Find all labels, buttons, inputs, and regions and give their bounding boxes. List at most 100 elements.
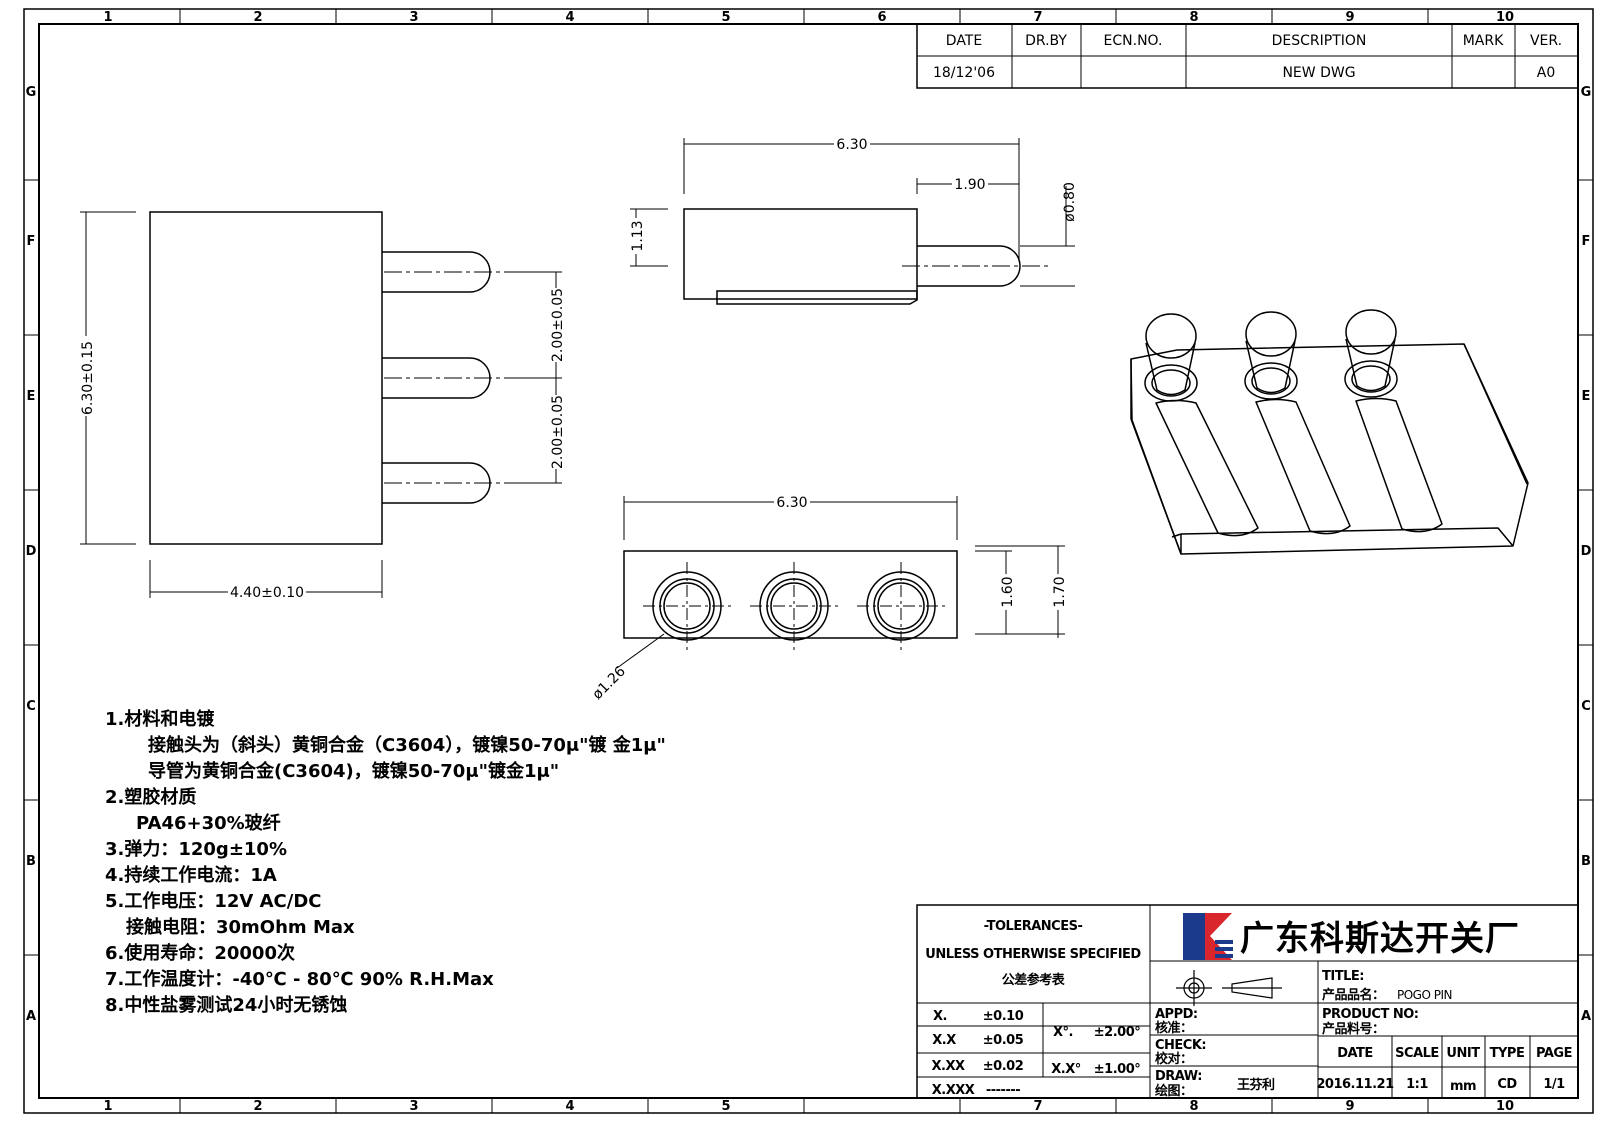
zone-col: 7 bbox=[1033, 1099, 1042, 1114]
zone-col: 3 bbox=[409, 1099, 418, 1114]
rev-header: DATE bbox=[946, 33, 982, 49]
zone-labels-bottom: 1 2 3 4 5 7 8 9 10 bbox=[103, 1099, 1514, 1114]
tb-header: DATE bbox=[1337, 1046, 1373, 1061]
note-line: 7.工作温度计：-40℃ - 80℃ 90% R.H.Max bbox=[105, 968, 494, 990]
rev-header: ECN.NO. bbox=[1104, 33, 1163, 49]
title-block-table: DATE SCALE UNIT TYPE PAGE 2016.11.21 1:1… bbox=[1316, 1046, 1572, 1094]
tb-header: UNIT bbox=[1446, 1046, 1480, 1061]
revision-block: DATE DR.BY ECN.NO. DESCRIPTION MARK VER.… bbox=[916, 23, 1579, 89]
note-line: 接触电阻：30mOhm Max bbox=[126, 916, 355, 938]
rev-header: DR.BY bbox=[1025, 33, 1067, 49]
zone-row: E bbox=[27, 389, 36, 404]
tol-format: X.XX bbox=[931, 1059, 964, 1074]
zone-row: D bbox=[26, 544, 37, 559]
rev-header: DESCRIPTION bbox=[1272, 33, 1367, 49]
zone-row: D bbox=[1581, 544, 1592, 559]
dim-front-height: 6.30±0.15 bbox=[80, 341, 96, 415]
zone-col: 2 bbox=[253, 1099, 262, 1114]
zone-row: G bbox=[26, 85, 37, 100]
product-name: POGO PIN bbox=[1397, 988, 1452, 1002]
rev-header: VER. bbox=[1530, 33, 1562, 49]
tb-value: 1/1 bbox=[1543, 1077, 1565, 1092]
zone-col: 4 bbox=[565, 10, 574, 25]
dim-pitch-lower: 2.00±0.05 bbox=[550, 395, 566, 469]
product-name-label: 产品品名： bbox=[1322, 987, 1385, 1003]
dim-bottom-height-outer: 1.70 bbox=[1052, 576, 1068, 607]
notes: 1.材料和电镀 接触头为（斜头）黄铜合金（C3604），镀镍50-70μ"镀 金… bbox=[105, 708, 666, 1016]
side-view-dims: 6.30 1.90 1.13 ø0.80 bbox=[628, 136, 1078, 254]
check-cn: 校对： bbox=[1155, 1051, 1193, 1067]
tolerances-cn: 公差参考表 bbox=[1002, 972, 1066, 988]
tb-value: 1:1 bbox=[1406, 1077, 1428, 1092]
tb-header: TYPE bbox=[1490, 1046, 1525, 1061]
zone-row: G bbox=[1581, 85, 1592, 100]
zone-labels-top: 1 2 3 4 5 6 7 8 9 10 bbox=[103, 10, 1514, 25]
note-line: PA46+30%玻纤 bbox=[136, 812, 281, 834]
projection-symbol-icon bbox=[1176, 970, 1282, 1006]
tol-value: ±0.02 bbox=[983, 1059, 1023, 1074]
rev-version: A0 bbox=[1537, 65, 1555, 81]
inner-border bbox=[38, 23, 1579, 1099]
title-block-fields: TITLE: 产品品名： POGO PIN PRODUCT NO: 产品料号： … bbox=[1155, 969, 1453, 1099]
dim-bottom-height-inner: 1.60 bbox=[1000, 576, 1016, 607]
zone-row: F bbox=[1582, 234, 1591, 249]
zone-row: C bbox=[1581, 699, 1591, 714]
zone-row: C bbox=[26, 699, 36, 714]
dim-ring-diameter: ø1.26 bbox=[589, 663, 628, 702]
zone-col: 10 bbox=[1496, 10, 1514, 25]
tol-format: X. bbox=[933, 1009, 947, 1024]
dim-pin-protrusion: 1.90 bbox=[954, 177, 985, 193]
note-line: 4.持续工作电流：1A bbox=[105, 864, 277, 886]
tolerances-title: -TOLERANCES- bbox=[984, 919, 1083, 934]
zone-col: 3 bbox=[409, 10, 418, 25]
zone-col: 1 bbox=[103, 1099, 112, 1114]
rev-header: MARK bbox=[1463, 33, 1504, 49]
zone-col: 9 bbox=[1345, 10, 1354, 25]
title-label: TITLE: bbox=[1322, 969, 1364, 984]
note-line: 3.弹力：120g±10% bbox=[105, 838, 287, 860]
note-line: 导管为黄铜合金(C3604)，镀镍50-70μ"镀金1μ" bbox=[148, 760, 559, 782]
zone-labels-left: G F E D C B A bbox=[26, 85, 37, 1024]
title-block bbox=[916, 904, 1579, 1099]
dim-pitch-upper: 2.00±0.05 bbox=[550, 288, 566, 362]
zone-col: 4 bbox=[565, 1099, 574, 1114]
zone-labels-right: G F E D C B A bbox=[1581, 85, 1592, 1024]
tolerance-table: -TOLERANCES- UNLESS OTHERWISE SPECIFIED … bbox=[925, 919, 1142, 1098]
note-line: 5.工作电压：12V AC/DC bbox=[105, 890, 321, 912]
dim-pin-diameter: ø0.80 bbox=[1062, 182, 1078, 222]
product-no-label: PRODUCT NO: bbox=[1322, 1007, 1419, 1022]
draw-cn: 绘图： bbox=[1155, 1083, 1193, 1099]
drawer-name: 王芬利 bbox=[1237, 1077, 1275, 1093]
zone-col: 1 bbox=[103, 10, 112, 25]
dim-bottom-length: 6.30 bbox=[776, 495, 807, 511]
zone-row: B bbox=[26, 854, 36, 869]
note-line: 接触头为（斜头）黄铜合金（C3604），镀镍50-70μ"镀 金1μ" bbox=[148, 734, 666, 756]
isometric-view bbox=[1130, 309, 1529, 555]
bottom-view bbox=[616, 496, 1065, 669]
dim-top-length: 6.30 bbox=[836, 137, 867, 153]
check-label: CHECK: bbox=[1155, 1038, 1206, 1053]
rev-date: 18/12'06 bbox=[933, 65, 995, 81]
zone-row: B bbox=[1581, 854, 1591, 869]
side-view bbox=[630, 138, 1075, 305]
note-line: 1.材料和电镀 bbox=[105, 708, 215, 730]
zone-col: 10 bbox=[1496, 1099, 1514, 1114]
rev-description: NEW DWG bbox=[1282, 65, 1355, 81]
front-view bbox=[80, 211, 562, 598]
tb-header: SCALE bbox=[1395, 1046, 1439, 1061]
tb-value: 2016.11.21 bbox=[1316, 1077, 1394, 1092]
outer-border bbox=[23, 8, 1594, 1114]
tol-value: ------- bbox=[986, 1083, 1020, 1098]
appd-cn: 核准： bbox=[1155, 1020, 1193, 1036]
tol-format: X.X bbox=[932, 1033, 956, 1048]
angle-value: ±1.00° bbox=[1094, 1062, 1140, 1077]
note-line: 6.使用寿命：20000次 bbox=[105, 942, 295, 964]
zone-row: F bbox=[27, 234, 36, 249]
tb-header: PAGE bbox=[1536, 1046, 1572, 1061]
zone-col: 5 bbox=[721, 1099, 730, 1114]
angle-format: X.X° bbox=[1051, 1062, 1080, 1077]
tb-value: CD bbox=[1497, 1077, 1517, 1092]
zone-col: 2 bbox=[253, 10, 262, 25]
product-no-cn: 产品料号： bbox=[1322, 1021, 1385, 1037]
